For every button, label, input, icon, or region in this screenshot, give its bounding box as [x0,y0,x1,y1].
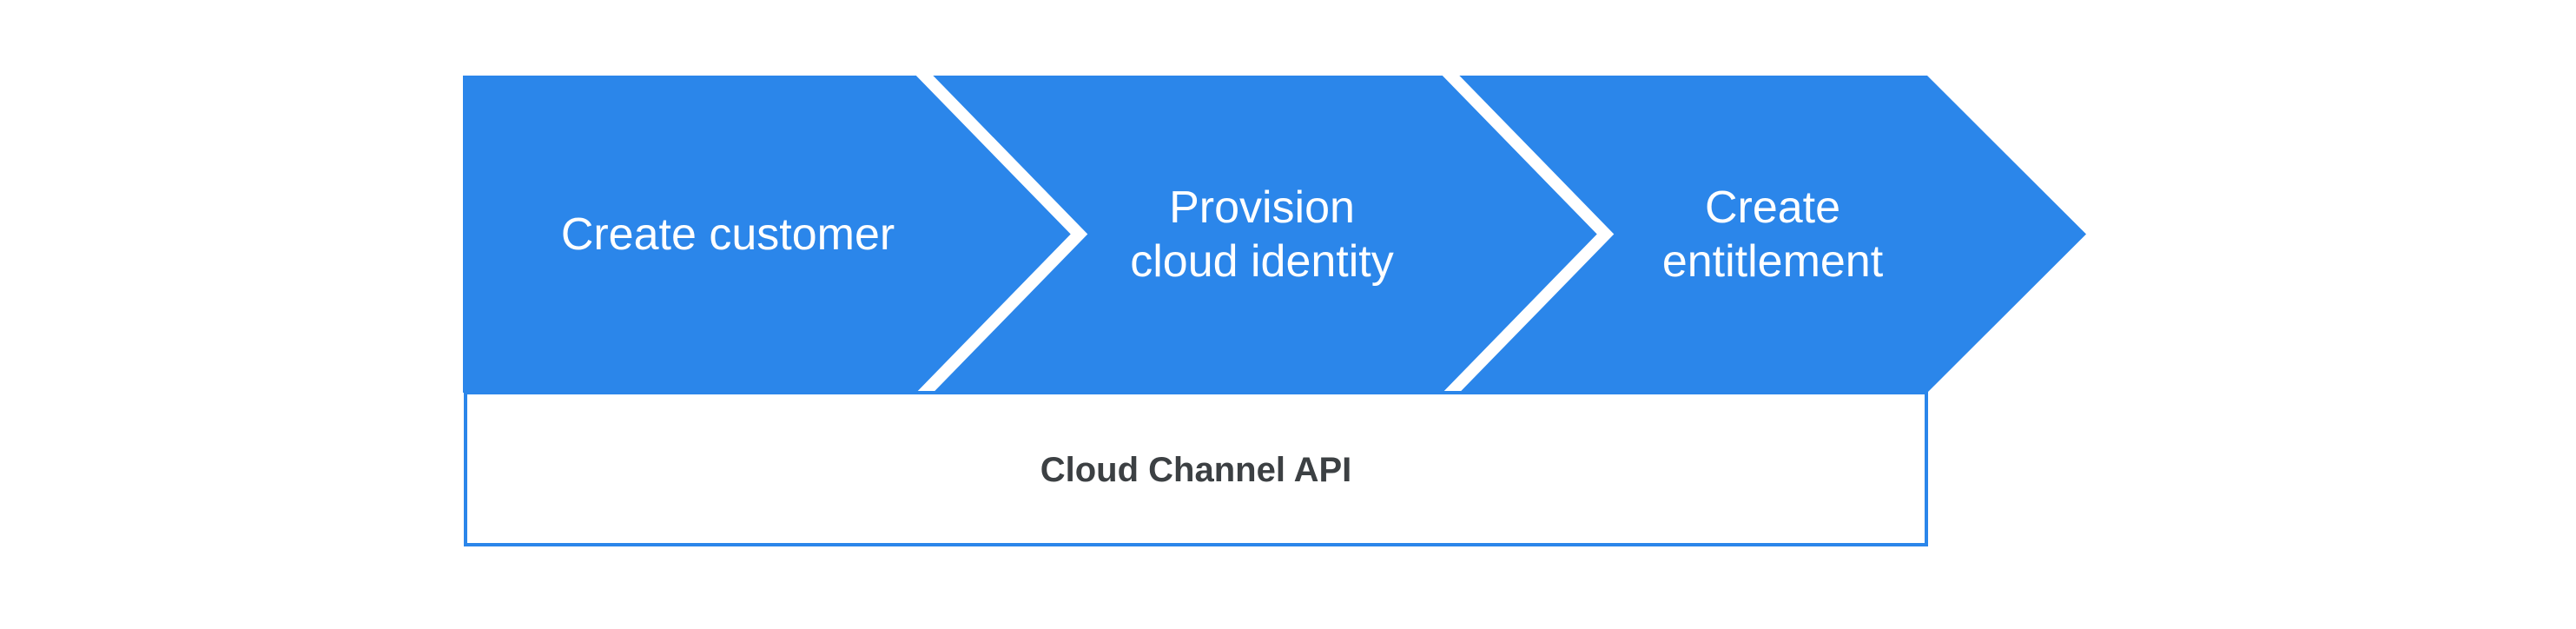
chevron-separator-2-icon [1431,76,1615,393]
step-label-create-customer: Create customer [560,209,895,260]
api-box [464,391,1928,546]
process-arrow-shape [463,76,2086,393]
api-box-label: Cloud Channel API [1040,451,1352,489]
step-label-provision-cloud-identity: Provision cloud identity [1130,182,1394,287]
step-label-create-entitlement: Create entitlement [1661,182,1884,287]
chevron-separator-1-icon [905,76,1088,393]
